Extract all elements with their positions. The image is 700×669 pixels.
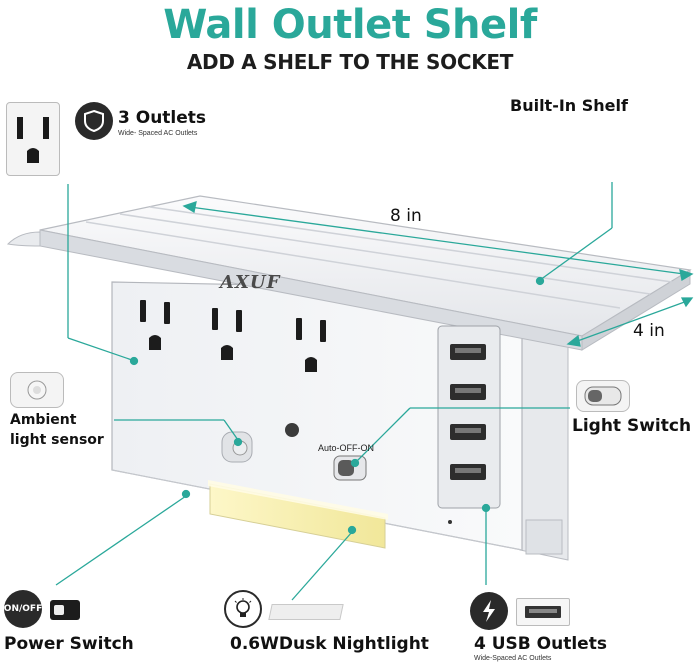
width-dimension: 8 in bbox=[390, 206, 422, 226]
outlets-caption: Wide- Spaced AC Outlets bbox=[118, 130, 198, 137]
switch-label: Auto-OFF-ON bbox=[318, 443, 375, 453]
nightlight-title: 0.6WDusk Nightlight bbox=[230, 634, 429, 654]
outlets-title: 3 Outlets bbox=[118, 108, 207, 128]
shield-icon bbox=[75, 102, 113, 140]
lightbulb-icon bbox=[224, 590, 262, 628]
usb-title: 4 USB Outlets bbox=[474, 634, 607, 654]
usb-ports bbox=[450, 344, 486, 480]
ac-outlet-3 bbox=[296, 318, 326, 372]
shelf-title: Built-In Shelf bbox=[510, 96, 628, 115]
sensor-thumbnail bbox=[10, 372, 64, 408]
nightlight-strip-thumbnail bbox=[268, 604, 344, 620]
page-subtitle: ADD A SHELF TO THE SOCKET bbox=[186, 50, 514, 74]
sensor-title-line1: Ambient bbox=[10, 412, 77, 428]
light-switch-thumbnail bbox=[576, 380, 630, 412]
depth-dimension: 4 in bbox=[633, 321, 665, 341]
usb-port-thumbnail bbox=[516, 598, 570, 626]
outlet-thumbnail bbox=[6, 102, 60, 176]
power-switch-thumbnail bbox=[50, 600, 80, 620]
lightning-icon bbox=[470, 592, 508, 630]
page-title: Wall Outlet Shelf bbox=[163, 2, 537, 48]
usb-panel bbox=[437, 325, 501, 509]
sensor-title-line2: light sensor bbox=[10, 432, 104, 448]
light-switch-title: Light Switch bbox=[572, 416, 692, 436]
power-toggle-icon: ON/OFF bbox=[4, 590, 42, 628]
ac-outlet-1 bbox=[140, 300, 170, 350]
brand-logo: AXUF bbox=[220, 272, 281, 293]
usb-caption: Wide-Spaced AC Outlets bbox=[474, 655, 552, 662]
ac-outlet-2 bbox=[212, 308, 242, 360]
power-switch-title: Power Switch bbox=[4, 634, 134, 654]
